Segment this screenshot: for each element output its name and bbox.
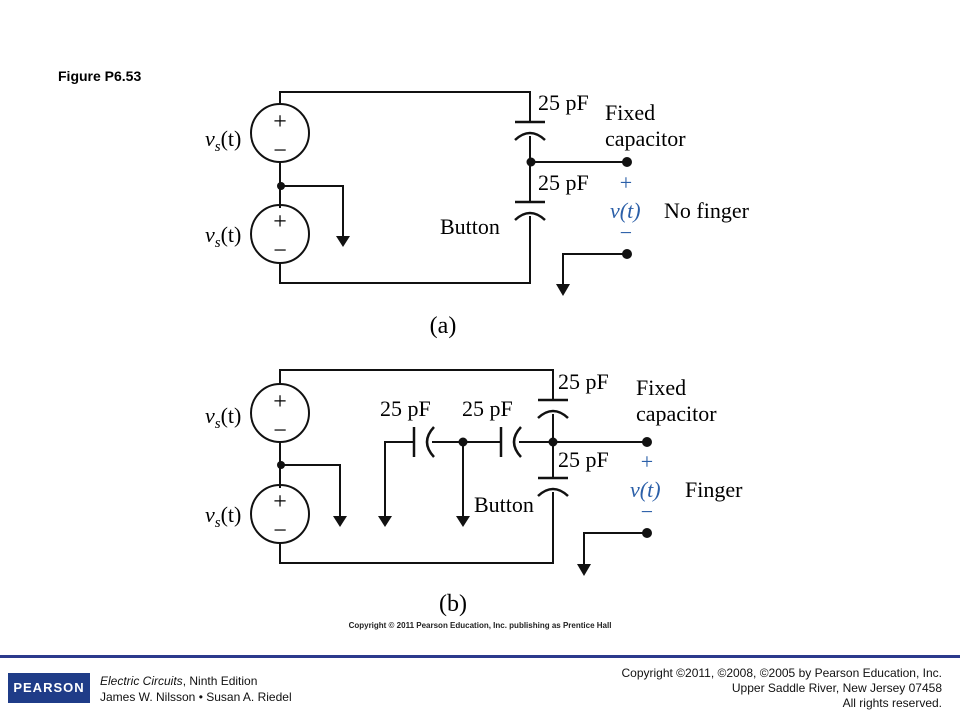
caption-b: (b) (439, 591, 467, 617)
svg-text:+: + (273, 109, 287, 135)
source-a-top: + − vs(t) (205, 103, 310, 164)
book-info: Electric Circuits, Ninth Edition James W… (100, 673, 292, 705)
circuit-b: + − vs(t) + − vs(t) 25 pF 25 pF 25 pF 25… (205, 369, 743, 617)
cap-label: 25 pF (558, 447, 609, 472)
svg-text:−: − (273, 138, 287, 164)
cap-a-button (514, 200, 546, 221)
cap-label: 25 pF (538, 90, 589, 115)
publisher-copyright: Copyright ©2011, ©2008, ©2005 by Pearson… (621, 666, 942, 711)
copyright-line: All rights reserved. (842, 696, 942, 710)
cap-label: 25 pF (538, 170, 589, 195)
condition-label: No finger (664, 198, 750, 223)
book-authors: James W. Nilsson • Susan A. Riedel (100, 690, 292, 704)
button-label: Button (440, 214, 500, 239)
cap-label: 25 pF (558, 369, 609, 394)
cap-label: 25 pF (462, 396, 513, 421)
circuit-a: + − vs(t) + − vs(t) 25 pF 25 pF Fixed ca… (205, 90, 750, 339)
cap-b-fixed (537, 398, 569, 419)
output-minus: − (620, 220, 632, 245)
copyright-line: Copyright ©2011, ©2008, ©2005 by Pearson… (621, 666, 942, 680)
button-label: Button (474, 492, 534, 517)
footer-rule (0, 655, 960, 658)
svg-text:+: + (273, 489, 287, 515)
source-label: vs(t) (205, 502, 241, 531)
cap-b-mid (499, 426, 522, 458)
output-minus: − (641, 499, 653, 524)
svg-text:+: + (273, 389, 287, 415)
svg-text:+: + (273, 209, 287, 235)
svg-text:−: − (273, 418, 287, 444)
figure-title: Figure P6.53 (58, 68, 142, 84)
svg-text:−: − (273, 518, 287, 544)
source-b-bottom: + − vs(t) (205, 484, 310, 544)
cap-b-left (412, 426, 435, 458)
output-label: v(t) (610, 198, 641, 223)
book-edition: , Ninth Edition (182, 674, 258, 688)
output-plus: + (620, 170, 632, 195)
output-label: v(t) (630, 477, 661, 502)
copyright-line: Upper Saddle River, New Jersey 07458 (731, 681, 942, 695)
cap-b-button (537, 476, 569, 497)
fixed-label: capacitor (636, 401, 717, 426)
pearson-logo: PEARSON (8, 673, 90, 703)
output-plus: + (641, 449, 653, 474)
source-label: vs(t) (205, 222, 241, 251)
source-a-bottom: + − vs(t) (205, 204, 310, 264)
circuit-diagram: + − vs(t) + − vs(t) 25 pF 25 pF Fixed ca… (205, 90, 750, 617)
fixed-label: capacitor (605, 126, 686, 151)
cap-label: 25 pF (380, 396, 431, 421)
cap-a-fixed (514, 120, 546, 141)
caption-a: (a) (430, 313, 457, 339)
source-label: vs(t) (205, 403, 241, 432)
source-label: vs(t) (205, 126, 241, 155)
condition-label: Finger (685, 477, 743, 502)
fixed-label: Fixed (605, 100, 655, 125)
svg-text:−: − (273, 238, 287, 264)
book-title: Electric Circuits (100, 674, 183, 688)
figure-copyright: Copyright © 2011 Pearson Education, Inc.… (348, 621, 612, 630)
fixed-label: Fixed (636, 375, 686, 400)
source-b-top: + − vs(t) (205, 383, 310, 444)
